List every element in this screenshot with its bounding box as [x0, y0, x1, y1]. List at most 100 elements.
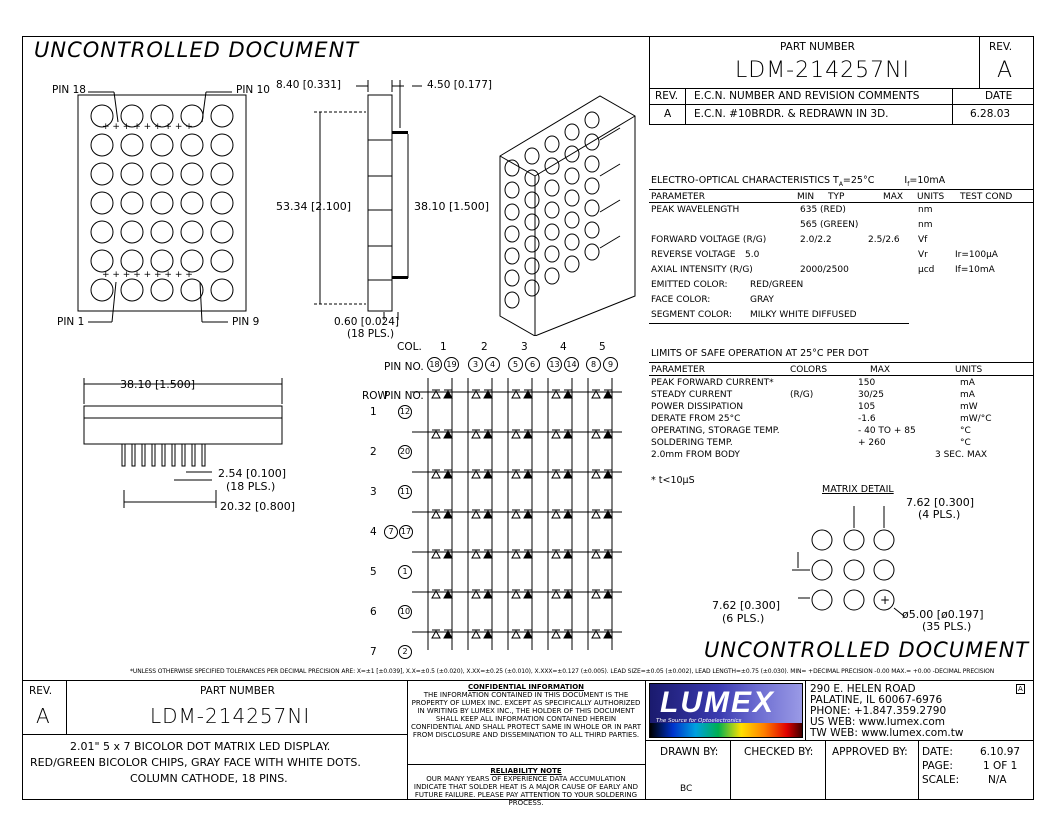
led-dot: [584, 111, 600, 129]
led-dot: [210, 133, 234, 157]
led-dot: [584, 177, 600, 195]
matrix-diameter: ø5.00 [ø0.197]: [902, 608, 984, 621]
safe-cell: SOLDERING TEMP.: [651, 438, 733, 448]
led-dot: [584, 243, 600, 261]
scale-label: SCALE:: [922, 774, 960, 786]
schematic-pin-circle: 17: [399, 525, 413, 539]
checked-by-label: CHECKED BY:: [744, 746, 814, 758]
eo-header-cell: PARAMETER: [651, 192, 705, 202]
matrix-pitch-v: 7.62 [0.300]: [712, 599, 781, 612]
logo-text: LUMEX: [660, 686, 775, 719]
safe-header-cell: COLORS: [790, 365, 828, 375]
led-dot: [90, 162, 114, 186]
diode-red: [431, 389, 441, 399]
scale-value: N/A: [988, 774, 1007, 786]
schematic-col-number: 4: [560, 341, 567, 353]
schematic-pin-circle: 14: [564, 357, 579, 372]
diode-green: [483, 549, 493, 559]
titleblock-div-4: [805, 680, 806, 740]
diode-red: [551, 429, 561, 439]
schematic-pin-circle: 7: [384, 525, 398, 539]
logo-tagline: The Source for Optoelectronics: [656, 718, 742, 724]
safe-op-title: LIMITS OF SAFE OPERATION AT 25°C PER DOT: [651, 348, 869, 359]
address-line-4: US WEB: www.lumex.com: [810, 716, 945, 728]
logo-rainbow: [650, 723, 802, 737]
diode-red: [471, 429, 481, 439]
schematic-row-number: 4: [370, 526, 377, 538]
led-dot: [90, 220, 114, 244]
diode-red: [471, 629, 481, 639]
pin10-label: PIN 10: [236, 84, 270, 96]
diode-red: [551, 389, 561, 399]
led-dot: [150, 220, 174, 244]
diode-red: [431, 429, 441, 439]
schematic-row-pin-label: PIN NO.: [384, 390, 424, 402]
titleblock-div-7: [918, 740, 919, 800]
eo-rule-2: [649, 202, 1034, 203]
lead-pin: [171, 443, 176, 467]
eo-title-text: ELECTRO-OPTICAL CHARACTERISTICS T: [651, 175, 839, 186]
safe-cell: 105: [858, 402, 876, 412]
diode-red: [431, 589, 441, 599]
led-dot: [504, 269, 520, 287]
led-dot: [544, 157, 560, 175]
led-dot: [524, 235, 540, 253]
eo-cell: nm: [918, 205, 933, 215]
led-dot: [504, 203, 520, 221]
eo-header-cell: MAX: [883, 192, 904, 202]
eo-cell: RED/GREEN: [750, 280, 804, 290]
led-dot: [120, 249, 144, 273]
eo-cell: 635 (RED): [800, 205, 846, 215]
led-dot: [564, 233, 580, 251]
diode-red: [511, 429, 521, 439]
tb-rev-label: REV.: [29, 685, 53, 697]
diode-red: [471, 549, 481, 559]
lead-pin: [121, 443, 126, 467]
led-dot: [120, 104, 144, 128]
led-dot: [544, 245, 560, 263]
schematic-row-number: 3: [370, 486, 377, 498]
depth-dim: 8.40 [0.331]: [276, 79, 341, 91]
schematic-row-number: 7: [370, 646, 377, 658]
tb-rev: A: [36, 704, 50, 728]
titleblock-mid-rule-right: [645, 740, 1034, 741]
led-dot: [544, 179, 560, 197]
eo-cell: 5.0: [745, 250, 760, 260]
bottom-view-drawing: [83, 378, 283, 508]
diode-green: [603, 469, 613, 479]
lead-width-note: (18 PLS.): [347, 328, 395, 340]
eo-header-cell: TYP: [828, 192, 845, 202]
eo-title-sub: A: [838, 180, 843, 188]
diode-green: [563, 469, 573, 479]
eo-header-cell: MIN: [797, 192, 815, 202]
schematic-pin-circle: 6: [525, 357, 540, 372]
isometric-view-drawing: [499, 95, 636, 336]
eo-cell: 2.5/2.6: [868, 235, 900, 245]
led-dot: [150, 249, 174, 273]
safe-header-cell: UNITS: [955, 365, 983, 375]
date-label: DATE:: [922, 746, 953, 758]
drawn-by-label: DRAWN BY:: [660, 746, 719, 758]
titleblock-div-6: [825, 740, 826, 800]
eo-title-cond-val: =10mA: [909, 175, 946, 186]
diode-red: [431, 509, 441, 519]
led-dot: [504, 225, 520, 243]
watermark-bottom: UNCONTROLLED DOCUMENT: [704, 638, 1030, 662]
diode-red: [511, 509, 521, 519]
date-value: 6.10.97: [980, 746, 1021, 758]
schematic-row-number: 5: [370, 566, 377, 578]
led-dot: [90, 133, 114, 157]
led-dot: [180, 162, 204, 186]
diode-green: [443, 509, 453, 519]
safe-cell: mA: [960, 378, 975, 388]
drawing-border: [22, 36, 1034, 800]
diode-green: [523, 469, 533, 479]
diode-green: [563, 629, 573, 639]
led-dot: [544, 201, 560, 219]
tb-reliability-title: RELIABILITY NOTE: [490, 767, 562, 775]
led-dot: [150, 191, 174, 215]
diode-red: [511, 549, 521, 559]
diode-red: [591, 589, 601, 599]
titleblock-info-rule: [407, 764, 645, 765]
lead-pin: [141, 443, 146, 467]
